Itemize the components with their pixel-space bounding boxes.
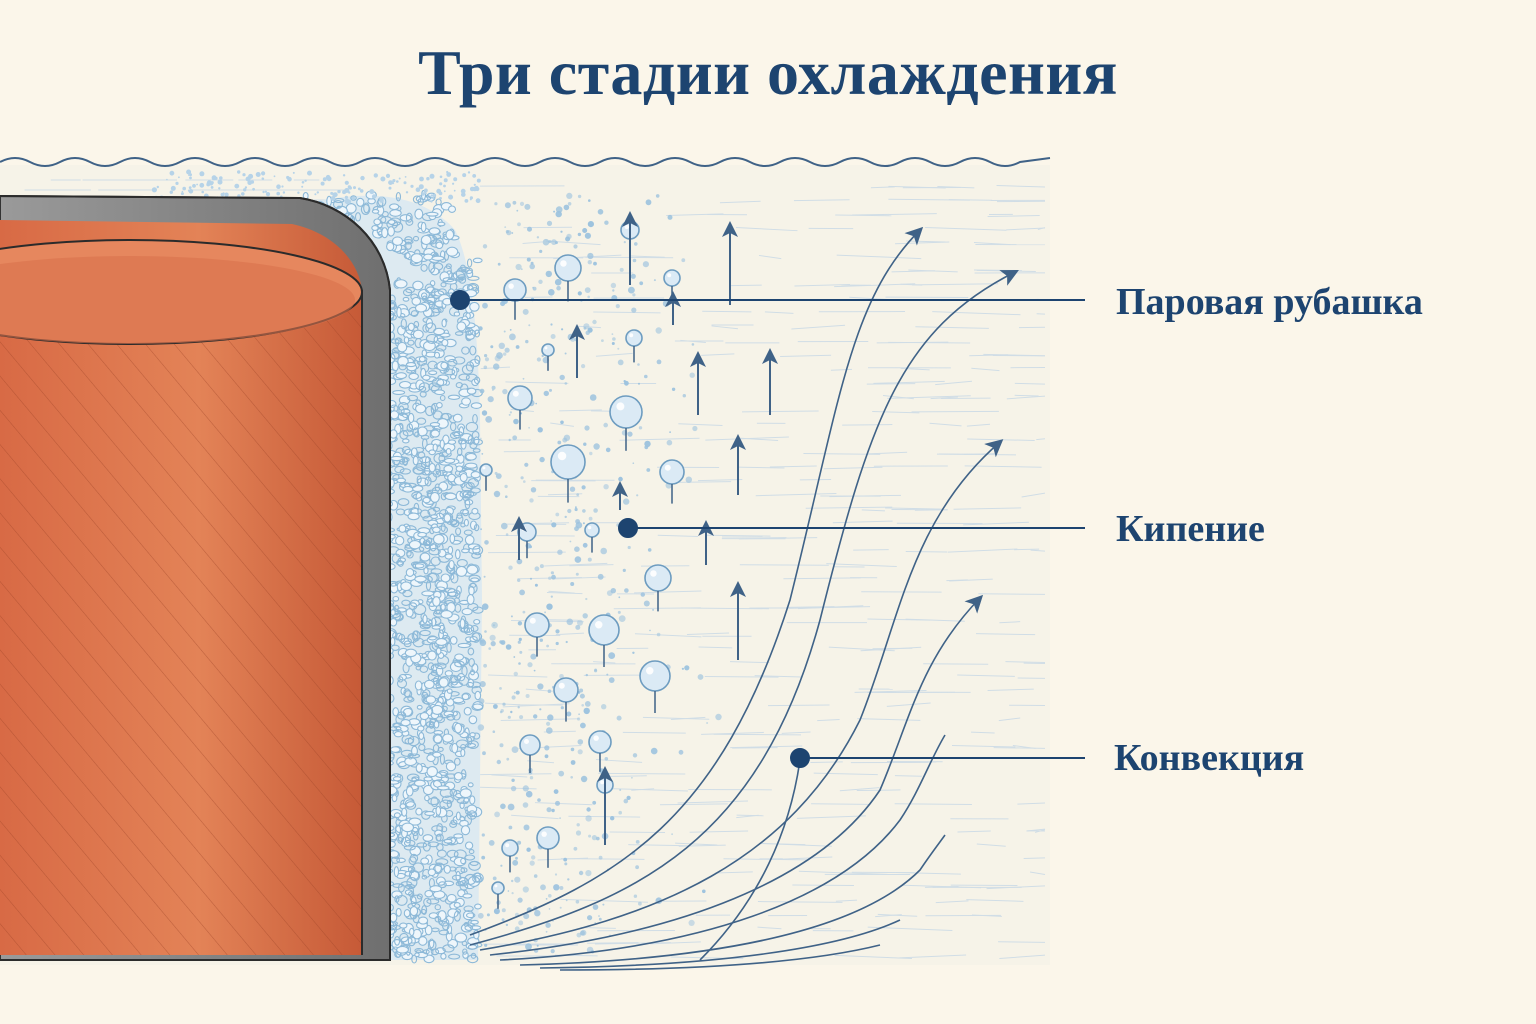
page-title: Три стадии охлаждения: [418, 37, 1118, 108]
marker-boiling: [618, 518, 638, 538]
hot-steel-cylinder: [0, 194, 391, 961]
marker-vapor: [450, 290, 470, 310]
convection-flow: [469, 226, 1019, 971]
liquid-surface: [0, 157, 1051, 167]
label-convection: Конвекция: [1114, 737, 1305, 779]
label-boiling: Кипение: [1116, 508, 1265, 550]
boiling-zone: [477, 192, 778, 954]
marker-convection: [790, 748, 810, 768]
label-vapor-jacket: Паровая рубашка: [1116, 281, 1423, 323]
leader-lines: [450, 290, 1085, 768]
